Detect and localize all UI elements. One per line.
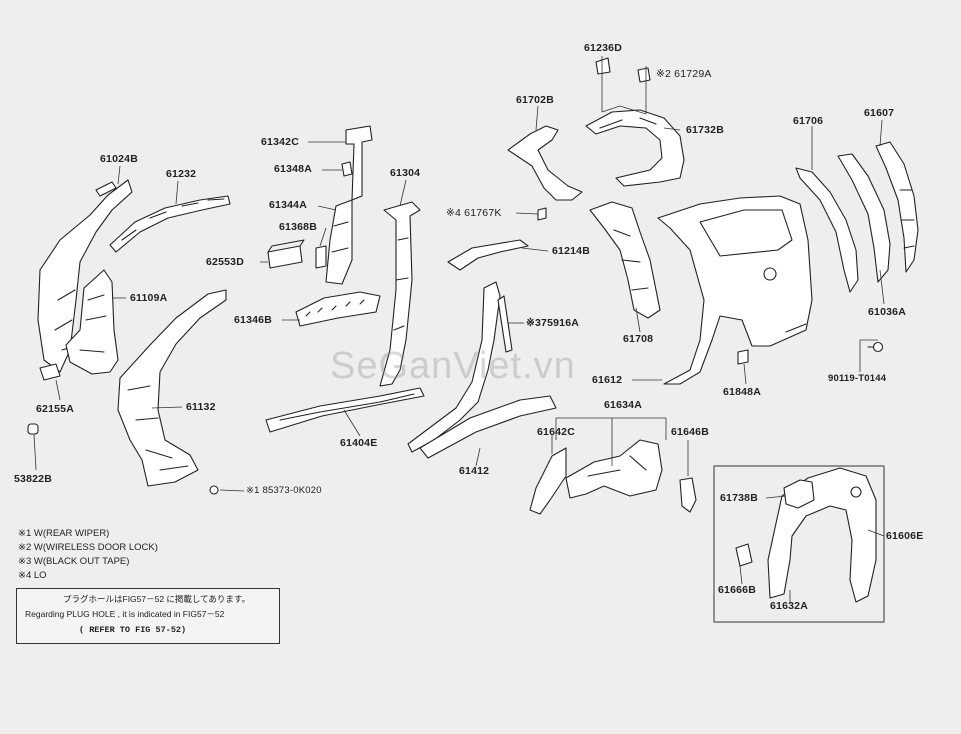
part-62155a-shape xyxy=(39,363,61,381)
label-61706: 61706 xyxy=(793,115,824,127)
part-61848a-shape xyxy=(737,349,749,365)
label-61342c: 61342C xyxy=(261,136,299,148)
part-62553d-shape xyxy=(267,239,305,269)
part-61706-shape xyxy=(795,167,859,293)
part-61702b-shape xyxy=(507,125,583,201)
part-61346b-shape xyxy=(295,291,381,327)
label-62155a: 62155A xyxy=(36,403,74,415)
label-61646b: 61646B xyxy=(671,426,709,438)
part-61344a-shape xyxy=(325,199,353,285)
label-375916a: ※375916A xyxy=(526,317,580,329)
label-61642c: 61642C xyxy=(537,426,575,438)
plug-hole-note-en: Regarding PLUG HOLE , it is indicated in… xyxy=(25,609,225,619)
note-1: ※1 W(REAR WIPER) xyxy=(18,528,110,539)
label-62553d: 62553D xyxy=(206,256,244,268)
part-61412-shape xyxy=(407,281,557,459)
label-61732b: 61732B xyxy=(686,124,724,136)
part-61236d-shape xyxy=(595,57,611,75)
part-61729a-shape xyxy=(637,67,651,83)
label-61666b: 61666B xyxy=(718,584,756,596)
label-61767k: ※4 61767K xyxy=(446,207,502,219)
label-61024b: 61024B xyxy=(100,153,138,165)
part-61342c-shape xyxy=(345,125,373,201)
label-61848a: 61848A xyxy=(723,386,761,398)
note-2: ※2 W(WIRELESS DOOR LOCK) xyxy=(18,542,158,553)
part-61666b-shape xyxy=(735,543,753,567)
part-61767k-shape xyxy=(537,207,547,221)
label-61232: 61232 xyxy=(166,168,197,180)
part-61404e-shape xyxy=(265,387,425,433)
label-61348a: 61348A xyxy=(274,163,312,175)
part-61646b-shape xyxy=(679,477,697,513)
label-61412: 61412 xyxy=(459,465,490,477)
label-61612: 61612 xyxy=(592,374,623,386)
label-85373: ※1 85373-0K020 xyxy=(246,485,322,496)
label-61236d: 61236D xyxy=(584,42,622,54)
inset-box xyxy=(713,465,885,623)
part-375916a-shape xyxy=(497,295,513,353)
label-61344a: 61344A xyxy=(269,199,307,211)
label-61214b: 61214B xyxy=(552,245,590,257)
label-61634a: 61634A xyxy=(604,399,642,411)
label-61368b: 61368B xyxy=(279,221,317,233)
part-61738b-shape xyxy=(783,479,815,509)
plug-hole-refer: ( REFER TO FIG 57-52) xyxy=(79,625,187,635)
label-61632a: 61632A xyxy=(770,600,808,612)
part-61708-shape xyxy=(589,201,661,319)
part-85373-shape xyxy=(209,485,219,495)
part-61036a-shape xyxy=(837,153,891,283)
part-61348a-shape xyxy=(341,161,353,177)
part-90119-shape xyxy=(867,341,884,353)
part-53822b-shape xyxy=(27,423,39,435)
part-61232-shape xyxy=(109,195,231,253)
note-4: ※4 LO xyxy=(18,570,47,581)
label-61702b: 61702B xyxy=(516,94,554,106)
part-61109a-shape xyxy=(65,269,119,375)
note-3: ※3 W(BLACK OUT TAPE) xyxy=(18,556,130,567)
label-90119: 90119-T0144 xyxy=(828,373,887,384)
label-61346b: 61346B xyxy=(234,314,272,326)
part-61214b-shape xyxy=(447,239,529,271)
label-61036a: 61036A xyxy=(868,306,906,318)
label-61607: 61607 xyxy=(864,107,895,119)
label-61729a: ※2 61729A xyxy=(656,68,712,80)
part-61634a-shape xyxy=(565,439,663,499)
label-61109a: 61109A xyxy=(130,292,168,304)
part-61732b-shape xyxy=(585,109,685,187)
label-61404e: 61404E xyxy=(340,437,378,449)
part-61132-shape xyxy=(117,289,227,487)
label-61606e: 61606E xyxy=(886,530,924,542)
leader-lines xyxy=(33,56,885,604)
watermark: SeGanViet.vn xyxy=(330,345,576,387)
label-61738b: 61738B xyxy=(720,492,758,504)
plug-hole-note-box: プラグホールはFIG57－52 に掲載してあります。 Regarding PLU… xyxy=(16,588,280,644)
part-61304-shape xyxy=(379,201,421,387)
part-61642c-shape xyxy=(529,447,567,515)
part-61024b-shape xyxy=(37,179,133,373)
part-61612-shape xyxy=(657,195,813,385)
label-61304: 61304 xyxy=(390,167,421,179)
part-61368b-shape xyxy=(315,245,327,269)
label-61132: 61132 xyxy=(186,401,216,413)
plug-hole-note-jp: プラグホールはFIG57－52 に掲載してあります。 xyxy=(63,594,251,604)
label-61708: 61708 xyxy=(623,333,654,345)
part-61607-shape xyxy=(875,141,919,273)
label-53822b: 53822B xyxy=(14,473,52,485)
